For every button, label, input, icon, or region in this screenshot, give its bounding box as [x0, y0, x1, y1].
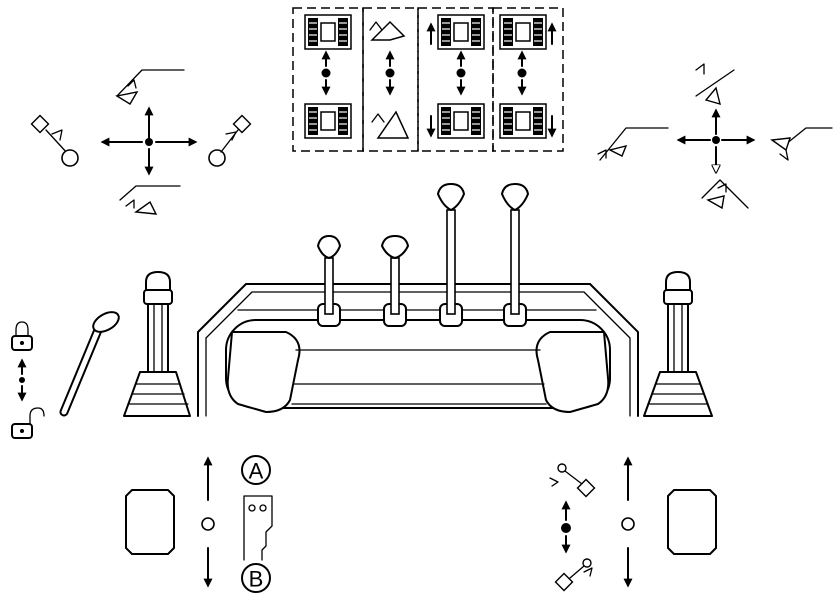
right-pedal-pattern	[549, 456, 717, 592]
blade-lower-icon	[371, 110, 410, 139]
arm-out-icon	[115, 69, 185, 105]
unlock-icon	[11, 407, 45, 439]
swing-right-icon	[208, 114, 252, 167]
right-lever-pattern	[597, 63, 833, 210]
travel-lever-1[interactable]	[317, 235, 341, 327]
swing-down-icon	[554, 558, 593, 592]
bucket-dump-icon	[770, 127, 833, 161]
neutral-dot-icon	[321, 68, 331, 78]
crawler-track-icon	[304, 103, 352, 139]
boom-raise-icon	[701, 179, 749, 210]
crawler-track-icon	[304, 14, 352, 50]
swing-up-icon	[549, 463, 596, 498]
arm-in-icon	[119, 185, 181, 215]
travel-lever-3[interactable]	[437, 183, 465, 327]
travel-box-4	[492, 7, 564, 152]
travel-symbol-panel	[292, 7, 564, 152]
crawler-track-icon	[499, 103, 547, 139]
label-a-marker: A	[241, 455, 271, 485]
lock-icon	[11, 321, 33, 351]
safety-lock-lever[interactable]	[59, 308, 122, 417]
swing-left-icon	[30, 114, 79, 167]
neutral-dot-icon	[145, 138, 153, 146]
blade-raise-icon	[369, 20, 406, 41]
neutral-dot-icon	[712, 136, 720, 144]
neutral-dot-icon	[517, 68, 527, 78]
neutral-dot-icon	[561, 523, 571, 533]
left-pedal-pattern: A B	[125, 455, 273, 593]
label-b: B	[249, 567, 264, 592]
left-lever-pattern	[30, 69, 252, 215]
boom-lower-icon	[695, 63, 735, 106]
neutral-dot-icon	[621, 517, 635, 531]
bucket-curl-icon	[597, 127, 669, 161]
operator-console	[197, 283, 639, 417]
neutral-dot-icon	[201, 517, 215, 531]
travel-lever-2[interactable]	[381, 235, 409, 327]
neutral-dot-icon	[19, 377, 25, 383]
neutral-dot-icon	[456, 68, 466, 78]
left-joystick[interactable]	[123, 271, 191, 417]
right-joystick[interactable]	[643, 271, 713, 417]
pedal-icon	[125, 489, 175, 555]
label-b-marker: B	[241, 563, 271, 593]
neutral-dot-icon	[385, 68, 395, 78]
crawler-track-icon	[437, 14, 485, 50]
pedal-icon	[667, 489, 717, 555]
travel-lever-4[interactable]	[501, 183, 529, 327]
crawler-track-icon	[499, 14, 547, 50]
blade-lever-plate-icon	[243, 495, 273, 561]
label-a: A	[249, 459, 264, 484]
crawler-track-icon	[437, 103, 485, 139]
